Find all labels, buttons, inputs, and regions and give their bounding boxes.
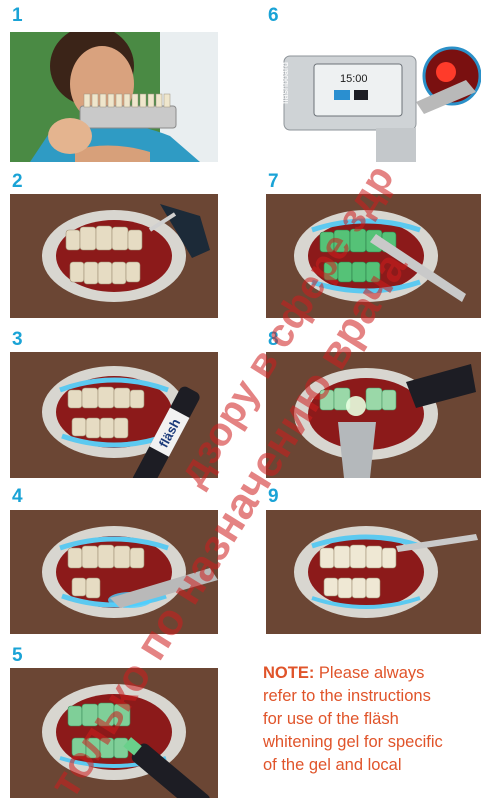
note-line-1-text: Please always (314, 664, 424, 682)
step-number-7: 7 (268, 172, 279, 191)
green-gel-illustration (266, 194, 481, 318)
step-9-illustration (266, 510, 481, 634)
step-number-5: 5 (12, 646, 23, 665)
light-activation-illustration (266, 352, 481, 478)
mouth-cleaning-illustration (10, 194, 218, 318)
step-2-illustration (10, 194, 218, 318)
barrier-curing-illustration (10, 510, 218, 634)
device-brand-label: flashboard (280, 62, 290, 104)
note-line-1: NOTE: Please always (263, 662, 481, 685)
note-line-3: for use of the fläsh (263, 708, 481, 731)
shade-guide-illustration (10, 32, 218, 162)
step-5-illustration (10, 668, 218, 798)
gingival-barrier-illustration: fläsh (10, 352, 218, 478)
gel-application-illustration (10, 668, 218, 798)
step-7-illustration (266, 194, 481, 318)
step-number-2: 2 (12, 172, 23, 191)
note-line-5: of the gel and local (263, 754, 481, 777)
note-line-2: refer to the instructions (263, 685, 481, 708)
step-number-6: 6 (268, 6, 279, 25)
step-4-illustration (10, 510, 218, 634)
whitening-device-illustration: flashboard 15:00 (266, 32, 481, 162)
step-1-illustration (10, 32, 218, 162)
step-number-3: 3 (12, 330, 23, 349)
instructions-note: NOTE: Please always refer to the instruc… (263, 662, 481, 777)
step-number-4: 4 (12, 487, 23, 506)
step-number-1: 1 (12, 6, 23, 25)
step-3-illustration: fläsh (10, 352, 218, 478)
step-number-8: 8 (268, 330, 279, 349)
step-6-illustration: flashboard 15:00 (266, 32, 481, 162)
note-label: NOTE: (263, 664, 314, 682)
step-8-illustration (266, 352, 481, 478)
device-time-display: 15:00 (340, 73, 368, 85)
step-number-9: 9 (268, 487, 279, 506)
barrier-removal-illustration (266, 510, 481, 634)
note-line-4: whitening gel for specific (263, 731, 481, 754)
